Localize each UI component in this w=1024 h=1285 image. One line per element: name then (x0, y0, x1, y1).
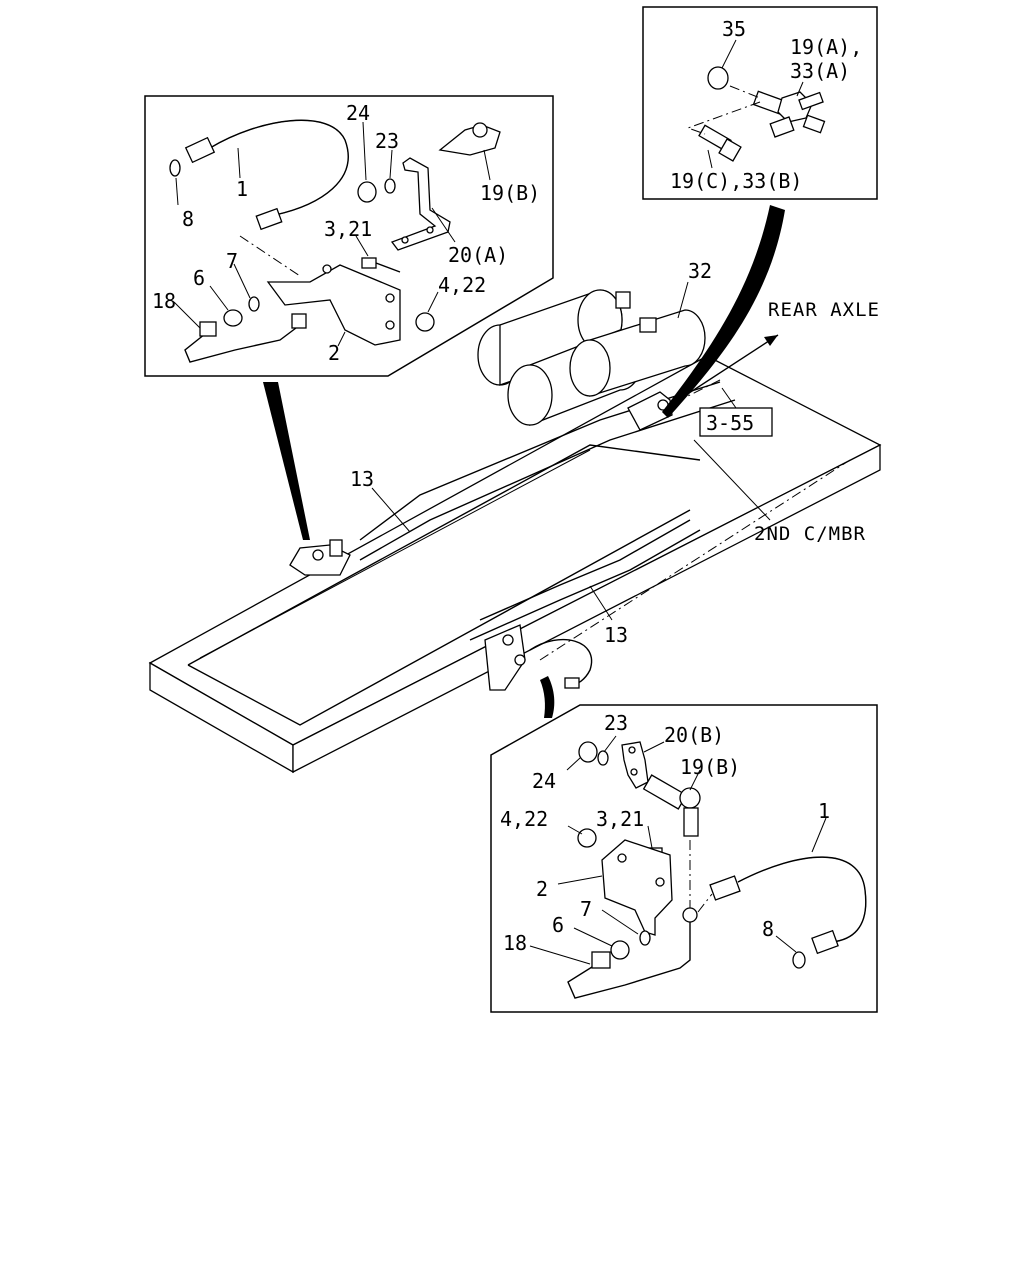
label-br-7: 7 (580, 897, 592, 921)
label-br-1: 1 (818, 799, 830, 823)
label-br-20b: 20(B) (664, 723, 724, 747)
label-br-2: 2 (536, 877, 548, 901)
label-19c-33b: 19(C),33(B) (670, 169, 802, 193)
leader-2nd-cmbr (693, 439, 771, 521)
label-33a: 33(A) (790, 59, 850, 83)
label-13-upper: 13 (350, 467, 374, 491)
chassis-frame (148, 355, 882, 774)
leader-13-upper (371, 487, 411, 533)
pointer-arrow-lower (540, 676, 555, 718)
label-2nd-cmbr: 2ND C/MBR (754, 523, 866, 545)
label-br-8: 8 (762, 917, 774, 941)
label-br-18: 18 (503, 931, 527, 955)
label-19a: 19(A), (790, 35, 862, 59)
leader-32 (677, 281, 689, 319)
label-18: 18 (152, 289, 176, 313)
label-32: 32 (688, 259, 712, 283)
label-br-3-21: 3,21 (596, 807, 644, 831)
label-8: 8 (182, 207, 194, 231)
label-br-23: 23 (604, 711, 628, 735)
pointer-arrow-right (662, 205, 785, 418)
label-13-lower: 13 (604, 623, 628, 647)
label-2: 2 (328, 341, 340, 365)
label-3-21: 3,21 (324, 217, 372, 241)
label-rear-axle: REAR AXLE (768, 299, 880, 321)
reference-box (699, 407, 773, 437)
leader-3-55 (721, 387, 737, 409)
frame-bracket-lower (484, 624, 593, 691)
label-br-24: 24 (532, 769, 556, 793)
label-1: 1 (236, 177, 248, 201)
label-br-4-22: 4,22 (500, 807, 548, 831)
label-4-22: 4,22 (438, 273, 486, 297)
air-tank-rear (569, 291, 706, 397)
label-7: 7 (226, 249, 238, 273)
label-6: 6 (193, 266, 205, 290)
label-24: 24 (346, 101, 370, 125)
air-tanks (477, 289, 706, 426)
label-19b: 19(B) (480, 181, 540, 205)
inset-top-right (642, 6, 878, 200)
frame-bracket-left (289, 539, 351, 576)
pointer-arrow-left (263, 382, 310, 540)
label-35: 35 (722, 17, 746, 41)
label-ref-3-55: 3-55 (706, 411, 754, 435)
label-20a: 20(A) (448, 243, 508, 267)
label-br-19b: 19(B) (680, 755, 740, 779)
inset-top-left (144, 95, 554, 377)
label-br-6: 6 (552, 913, 564, 937)
label-23: 23 (375, 129, 399, 153)
leader-13-lower (589, 585, 613, 621)
inset-bottom-right (490, 704, 878, 1013)
